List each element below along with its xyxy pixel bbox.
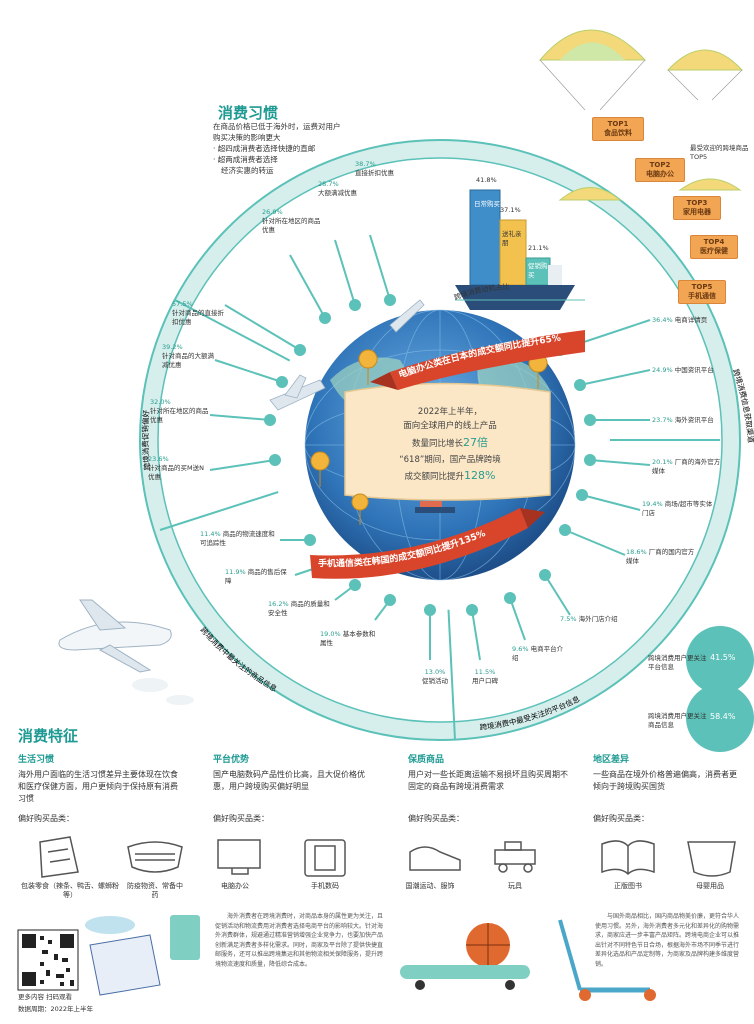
- attention-item-2: 11.9% 商品的售后保障: [225, 568, 287, 585]
- category-icons-row: [39, 836, 736, 878]
- cat-label-medicine: 防疫物资、常备中药: [127, 882, 183, 900]
- focus-platform-pct: 41.5%: [710, 653, 736, 662]
- globe-center-text: 2022年上半年， 面向全球用户的线上产品 数量同比增长27倍 “618”期间，…: [399, 407, 501, 482]
- features-title: 消费特征: [18, 727, 79, 745]
- indicator-lines: [209, 234, 651, 661]
- attention-item-5: 13.0%促销活动: [422, 668, 448, 685]
- ship-container-1-label: 日常购买: [474, 200, 500, 208]
- cat-label-books: 正版图书: [614, 882, 642, 890]
- info-item-4: 20.1% 厂商的海外官方媒体: [652, 458, 721, 475]
- promo-item-1: 38.7%直接折扣优惠: [355, 160, 394, 177]
- snack-bag-icon: [39, 836, 79, 878]
- info-item-5: 19.4% 商场/超市等实体门店: [642, 500, 713, 517]
- ship-container-2: 37.1%: [500, 206, 521, 214]
- focus-product-label: 跨境消费用户更关注商品信息: [648, 712, 707, 729]
- cat-label-baby: 母婴用品: [696, 882, 724, 890]
- promo-item-5: 39.2%针对商品的大额满减优惠: [162, 343, 214, 369]
- ship-container-3-label: 促销购买: [528, 262, 548, 279]
- info-item-6: 18.6% 厂商的国内官方媒体: [626, 548, 695, 565]
- ship-container-3: 21.1%: [528, 244, 549, 252]
- qr-caption: 更多内容 扫码观看: [18, 993, 73, 1001]
- info-item-2: 24.9% 中国资讯平台: [652, 366, 714, 374]
- feature-col-habit: 生活习惯 海外用户面临的生活习惯差异主要体现在饮食和医疗保健方面，用户更倾向于保…: [18, 755, 178, 823]
- promo-item-7: 23.6%针对商品的买M送N优惠: [148, 455, 204, 481]
- feature-col-platform: 平台优势 国产电脑数码产品性价比高，且大促价格优惠，用户跨境购买偏好明显 偏好购…: [213, 755, 365, 823]
- cat-label-snacks: 包装零食（辣条、鸭舌、螺蛳粉等）: [21, 882, 119, 900]
- computer-icon: [217, 839, 261, 875]
- mask-icon: [127, 841, 183, 873]
- attention-item-3: 16.2% 商品的质量和安全性: [268, 600, 330, 617]
- cat-label-phone: 手机数码: [311, 882, 339, 890]
- data-period: 数据周期：2022年上半年: [18, 1005, 94, 1013]
- attention-item-7: 9.6% 电商平台介绍: [512, 645, 564, 662]
- parachute-illustrations: [538, 29, 744, 201]
- attention-item-6: 11.5%用户口碑: [472, 668, 498, 685]
- plane-illustration: [269, 299, 425, 411]
- promotion-arc-label: 跨境消费促销偏好: [140, 409, 152, 471]
- features-columns: 生活习惯 海外用户面临的生活习惯差异主要体现在饮食和医疗保健方面，用户更倾向于保…: [18, 752, 738, 902]
- promo-item-3: 26.9%针对所在地区的商品优惠: [262, 208, 321, 234]
- focus-platform-label: 跨境消费用户更关注平台信息: [648, 654, 707, 671]
- info-item-1: 36.4% 电商详情页: [652, 316, 708, 324]
- feature-col-region: 地区差异 一些商品在境外价格普遍偏高，消费者更倾向于跨境购买国货 偏好购买品类：: [593, 755, 737, 823]
- summary-paragraph-left: 海外消费者在跨境消费时，对商品本身的属性更为关注，且促销活动和物流费用对消费者选…: [215, 913, 384, 968]
- ship-container-1: 41.8%: [476, 176, 497, 184]
- attention-item-4: 19.0% 基本参数和属性: [320, 630, 376, 647]
- info-item-3: 23.7% 海外资讯平台: [652, 416, 714, 424]
- feature-col-quality: 保质商品 用户对一些长距离运输不易损坏且购买周期不固定的商品有跨境消费需求 偏好…: [408, 755, 568, 823]
- sports-illustration: [85, 915, 656, 1001]
- attention-item-1: 11.4% 商品的物流速度和可追踪性: [200, 530, 275, 547]
- promo-item-4: 57.5%针对商品的直接折扣优惠: [172, 300, 224, 326]
- sneaker-icon: [409, 846, 461, 871]
- red-banners: [310, 330, 585, 579]
- cat-label-sports: 国潮运动、服饰: [405, 882, 455, 890]
- phone-icon: [304, 839, 346, 877]
- globe: [304, 309, 576, 581]
- cargo-ship-illustration: [455, 189, 585, 310]
- cat-label-computer: 电脑办公: [221, 882, 249, 890]
- attention-item-8: 7.5% 海外门店介绍: [560, 615, 618, 623]
- focus-circles: [686, 626, 754, 752]
- ship-container-2-label: 送礼亲朋: [502, 230, 522, 247]
- book-icon: [601, 840, 655, 876]
- diaper-icon: [687, 841, 736, 877]
- airplane-large-illustration: [58, 599, 194, 705]
- focus-product-pct: 58.4%: [710, 712, 736, 721]
- summary-paragraph-right: 与国外商品相比，国内商品物美价廉，更符合华人使用习惯。另外，海外消费者多元化和差…: [595, 913, 740, 968]
- top5-title: 最受欢迎的跨境商品TOP5: [690, 144, 749, 161]
- cat-label-toys: 玩具: [508, 882, 522, 890]
- habits-title: 消费习惯: [218, 104, 279, 122]
- promo-item-6: 32.0%针对所在地区的商品优惠: [150, 398, 209, 424]
- toy-car-icon: [494, 841, 536, 873]
- qr-code[interactable]: [17, 929, 79, 991]
- promo-item-2: 28.7%大额满减优惠: [318, 180, 357, 197]
- habits-intro: 在商品价格已低于海外时，运费对用户 购买决策的影响更大 · 超四成消费者选择快捷…: [213, 122, 341, 175]
